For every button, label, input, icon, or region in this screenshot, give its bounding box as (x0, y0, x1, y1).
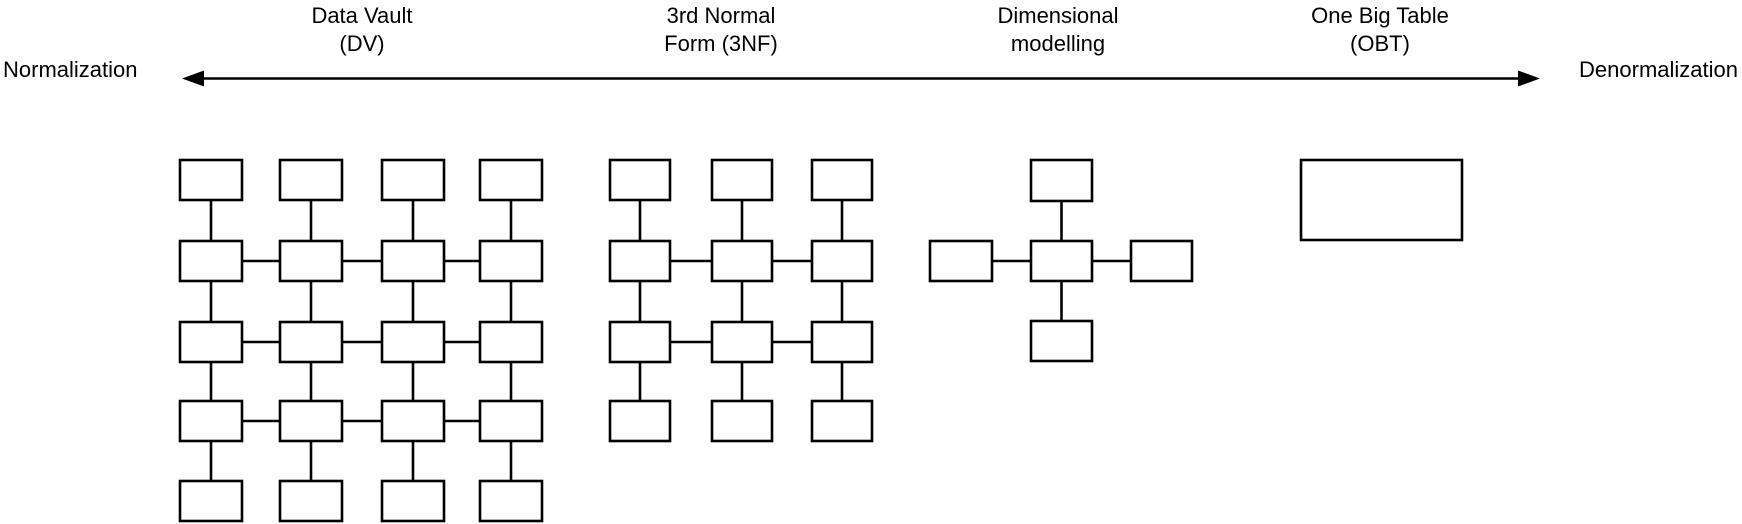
dimensional-modelling-label: Dimensional modelling (938, 2, 1178, 58)
third-normal-form-label-line1: 3rd Normal (666, 3, 776, 28)
data-vault-table-box (380, 479, 446, 523)
denormalization-label: Denormalization (1579, 57, 1738, 82)
data-vault-table-box (478, 399, 544, 443)
data-vault-table-box (278, 479, 344, 523)
third-normal-form-table-box (810, 158, 874, 202)
third-normal-form-table-box (710, 158, 774, 202)
third-normal-form-table-box (710, 239, 774, 283)
third-normal-form-table-box (608, 239, 672, 283)
one-big-table-label-line2: (OBT) (1350, 31, 1410, 56)
third-normal-form-label-line2: Form (3NF) (664, 31, 778, 56)
data-vault-table-box (478, 479, 544, 523)
data-vault-table-box (278, 399, 344, 443)
dimensional-modelling-dimension-table-box (1029, 319, 1094, 363)
data-vault-table-box (278, 320, 344, 364)
data-vault-table-box (178, 479, 244, 523)
third-normal-form-label: 3rd Normal Form (3NF) (601, 2, 841, 58)
third-normal-form-table-box (710, 399, 774, 443)
third-normal-form-table-box (608, 399, 672, 443)
data-vault-label-line2: (DV) (339, 31, 385, 56)
dimensional-modelling-dimension-table-box (928, 239, 994, 283)
dimensional-modelling-fact-table-box (1029, 239, 1094, 283)
data-vault-table-box (478, 320, 544, 364)
one-big-table-label-line1: One Big Table (1311, 3, 1449, 28)
one-big-table-label: One Big Table (OBT) (1260, 2, 1500, 58)
data-vault-table-box (178, 399, 244, 443)
data-vault-table-box (380, 399, 446, 443)
dimensional-modelling-label-line2: modelling (1010, 31, 1106, 56)
data-vault-table-box (178, 320, 244, 364)
data-vault-table-box (278, 239, 344, 283)
data-vault-table-box (478, 239, 544, 283)
dimensional-modelling-label-line1: Dimensional (997, 3, 1119, 28)
data-vault-table-box (380, 320, 446, 364)
third-normal-form-table-box (710, 320, 774, 364)
third-normal-form-table-box (608, 158, 672, 202)
dimensional-modelling-dimension-table-box (1029, 158, 1094, 203)
data-vault-table-box (478, 158, 544, 202)
third-normal-form-table-box (810, 320, 874, 364)
data-vault-table-box (278, 158, 344, 202)
dimensional-modelling-dimension-table-box (1129, 239, 1194, 283)
data-vault-table-box (178, 158, 244, 202)
one-big-table-table-box (1299, 158, 1464, 242)
third-normal-form-table-box (608, 320, 672, 364)
spectrum-arrow-head-left (182, 70, 204, 87)
data-vault-label-line1: Data Vault (311, 3, 413, 28)
third-normal-form-table-box (810, 239, 874, 283)
data-vault-table-box (380, 158, 446, 202)
spectrum-arrow-head-right (1518, 70, 1540, 87)
data-vault-table-box (380, 239, 446, 283)
normalization-label: Normalization (3, 57, 138, 82)
third-normal-form-table-box (810, 399, 874, 443)
data-vault-table-box (178, 239, 244, 283)
data-vault-label: Data Vault (DV) (242, 2, 482, 58)
